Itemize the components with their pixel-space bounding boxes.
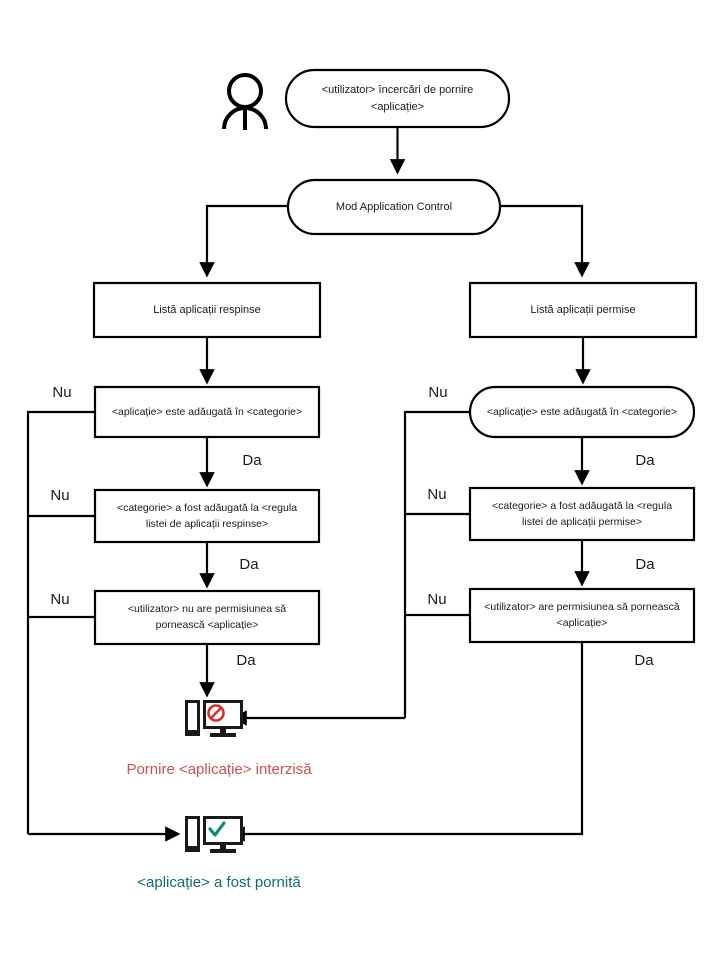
node-allowed-list-label: Listă aplicații permise <box>530 304 635 316</box>
node-allowed-list: Listă aplicații permise <box>468 281 698 339</box>
edge-label-allowed-permission-yes: Da <box>634 652 654 669</box>
computer-blocked-icon <box>185 700 243 737</box>
node-start: <utilizator> încercări de pornire <aplic… <box>284 68 511 129</box>
edge-mode-to-denied-list <box>199 204 288 278</box>
node-mode-label: Mod Application Control <box>336 201 452 213</box>
edge-denied-category-no <box>26 410 95 834</box>
edge-label-allowed-permission-no: Nu <box>427 591 446 608</box>
node-denied-category-rule: <categorie> a fost adăugată la <regula l… <box>93 488 321 544</box>
node-allowed-category-rule-line-1: <categorie> a fost adăugată la <regula <box>492 500 672 512</box>
node-denied-user-permission-line-1: <utilizator> nu are permisiunea să <box>128 603 286 615</box>
started-outcome-label: <aplicație> a fost pornită <box>137 874 301 891</box>
edge-allowed-category-no <box>403 410 470 718</box>
edge-label-allowed-category-no: Nu <box>428 384 447 401</box>
node-start-line-2: <aplicație> <box>371 101 424 113</box>
node-start-line-1: <utilizator> încercări de pornire <box>322 84 474 96</box>
node-allowed-app-in-category-label: <aplicație> este adăugată în <categorie> <box>487 406 677 418</box>
node-allowed-user-permission-line-1: <utilizator> are permisiunea să porneasc… <box>484 601 680 613</box>
node-denied-app-in-category: <aplicație> este adăugată în <categorie> <box>93 385 321 439</box>
node-denied-app-in-category-label: <aplicație> este adăugată în <categorie> <box>112 406 302 418</box>
node-denied-user-permission-line-2: pornească <aplicație> <box>156 619 259 631</box>
node-denied-list: Listă aplicații respinse <box>92 281 322 339</box>
edge-label-denied-permission-no: Nu <box>50 591 69 608</box>
edge-label-denied-category-yes: Da <box>242 452 262 469</box>
edge-label-denied-permission-yes: Da <box>236 652 256 669</box>
edge-label-denied-rule-yes: Da <box>239 556 259 573</box>
node-allowed-user-permission-line-2: <aplicație> <box>557 617 608 629</box>
blocked-outcome-label: Pornire <aplicație> interzisă <box>126 761 312 778</box>
node-mode: Mod Application Control <box>286 178 502 236</box>
edge-label-allowed-rule-yes: Da <box>635 556 655 573</box>
node-denied-category-rule-line-1: <categorie> a fost adăugată la <regula <box>117 502 297 514</box>
edge-label-denied-rule-no: Nu <box>50 487 69 504</box>
edge-label-denied-category-no: Nu <box>52 384 71 401</box>
person-icon <box>222 73 268 130</box>
node-allowed-category-rule-line-2: listei de aplicații permise> <box>522 516 642 528</box>
computer-allowed-icon <box>185 816 243 853</box>
node-denied-user-permission: <utilizator> nu are permisiunea să porne… <box>93 589 321 646</box>
node-denied-category-rule-line-2: listei de aplicații respinse> <box>146 518 268 530</box>
node-allowed-category-rule: <categorie> a fost adăugată la <regula l… <box>468 486 696 542</box>
node-allowed-app-in-category: <aplicație> este adăugată în <categorie> <box>468 385 696 439</box>
node-denied-list-label: Listă aplicații respinse <box>153 304 261 316</box>
edge-allowed-permission-yes <box>229 642 584 842</box>
node-allowed-user-permission: <utilizator> are permisiunea să porneasc… <box>468 587 696 644</box>
edge-label-allowed-rule-no: Nu <box>427 486 446 503</box>
edge-label-allowed-category-yes: Da <box>635 452 655 469</box>
edge-mode-to-allowed-list <box>500 204 590 278</box>
